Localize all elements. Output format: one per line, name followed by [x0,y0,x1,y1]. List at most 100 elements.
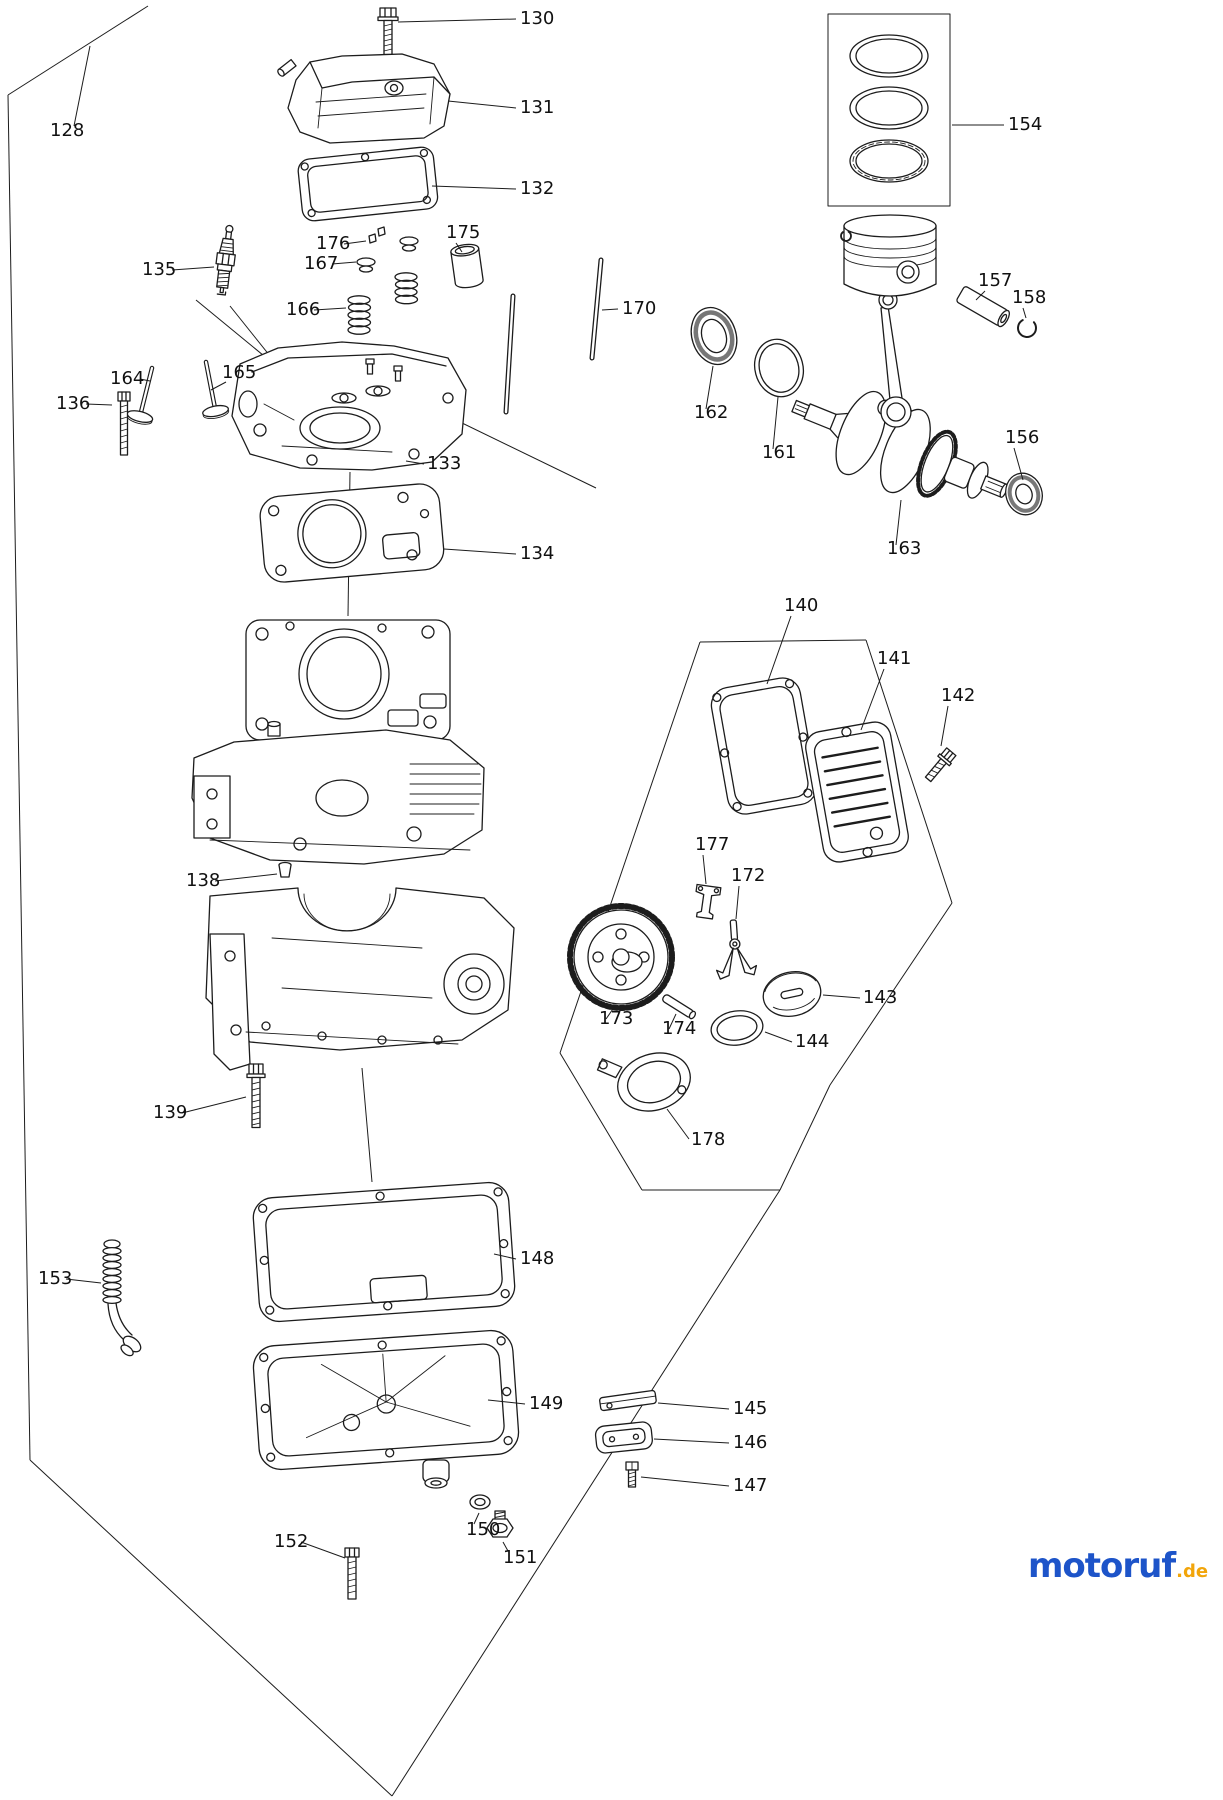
part-number-148: 148 [520,1248,554,1269]
frame-line [829,902,953,1086]
frame-line [699,639,867,643]
part-number-174: 174 [662,1018,696,1039]
frame-lines [7,5,953,1797]
part-number-149: 149 [529,1393,563,1414]
frame-line [391,1189,781,1797]
leader-line-145 [657,1402,730,1410]
leader-line-136 [85,403,113,406]
leader-line-130 [397,18,517,23]
cover-146-art [594,1421,653,1454]
part-number-172: 172 [731,865,765,886]
oil-pan-gasket-art [252,1181,516,1323]
head-gasket-art [259,483,445,583]
part-number-147: 147 [733,1475,767,1496]
leader-line-147 [640,1476,730,1487]
part-number-133: 133 [427,453,461,474]
breather-hose-art [102,1239,142,1357]
intake-sleeve-art [450,243,484,289]
connecting-rod-art [878,290,912,428]
part-number-165: 165 [222,362,256,383]
leader-line-152 [300,1541,346,1559]
part-number-164: 164 [110,368,144,389]
piston-pin-art [956,286,1010,328]
part-number-154: 154 [1008,114,1042,135]
leader-line-143 [822,994,861,999]
part-number-156: 156 [1005,427,1039,448]
part-number-176: 176 [316,233,350,254]
cover-plate-178-art [596,1052,691,1112]
leader-line-157 [975,290,986,301]
part-number-131: 131 [520,97,554,118]
frame-line [361,1067,373,1183]
leader-line-148 [493,1253,517,1260]
part-number-158: 158 [1012,287,1046,308]
leader-line-133 [405,460,425,465]
leader-line-158 [1022,307,1027,319]
part-number-151: 151 [503,1547,537,1568]
bolt-130-art [377,7,399,56]
motoruf-logo[interactable]: motoruf.de [1028,1546,1208,1586]
leader-line-128 [73,45,91,127]
frame-line [865,639,953,904]
seal-ring-144-art [710,1010,764,1046]
leader-line-175 [455,242,463,253]
oil-pan-art [252,1329,520,1471]
part-number-132: 132 [520,178,554,199]
part-number-162: 162 [694,402,728,423]
part-number-163: 163 [887,538,921,559]
bolt-152-art [344,1547,360,1600]
leader-line-149 [487,1399,526,1405]
governor-fork-art [716,919,758,980]
part-number-170: 170 [622,298,656,319]
leader-line-161 [772,396,779,450]
leader-line-167 [331,261,357,265]
crankcase-lower-art [205,887,515,1071]
part-number-128: 128 [50,120,84,141]
leader-line-172 [735,885,740,920]
oil-pan-spout-art [422,1459,450,1489]
leader-line-138 [214,873,278,882]
spark-plug-art [215,224,236,296]
piston-rings-art [827,13,951,207]
plate-145-art [599,1389,657,1412]
leader-line-163 [895,499,902,546]
side-cover-art [805,721,909,863]
part-number-143: 143 [863,987,897,1008]
part-number-130: 130 [520,8,554,29]
motoruf-logo-suffix: .de [1176,1561,1209,1582]
leader-line-178 [666,1108,690,1140]
valve-cover-art [277,53,451,144]
leader-line-173 [605,1005,616,1020]
bolt-142-art [924,747,957,783]
leader-line-131 [447,100,517,109]
part-number-178: 178 [691,1129,725,1150]
valve-springs-art [347,272,419,335]
leader-line-153 [65,1278,102,1284]
stud-bolt-136-art [117,391,131,456]
o-ring-161-art [753,338,805,398]
piston-art [840,214,937,297]
part-number-140: 140 [784,595,818,616]
valve-164-art [126,365,155,425]
part-number-166: 166 [286,299,320,320]
cylinder-block-art [245,619,451,741]
part-number-136: 136 [56,393,90,414]
circlip-158-art [1017,318,1037,338]
leader-line-176 [343,240,367,245]
leader-line-162 [705,365,714,410]
part-number-134: 134 [520,543,554,564]
motoruf-logo-text: motoruf [1028,1546,1176,1586]
crankcase-upper-art [191,720,485,865]
oil-seal-162-art [690,306,738,366]
bolt-139-art [246,1063,266,1129]
frame-line [559,1052,643,1191]
part-number-153: 153 [38,1268,72,1289]
part-number-144: 144 [795,1031,829,1052]
valve-cover-gasket-art [297,146,439,222]
crankshaft-art [791,390,1008,499]
pin-174-art [662,994,697,1020]
leader-line-165 [210,381,227,391]
part-number-175: 175 [446,222,480,243]
